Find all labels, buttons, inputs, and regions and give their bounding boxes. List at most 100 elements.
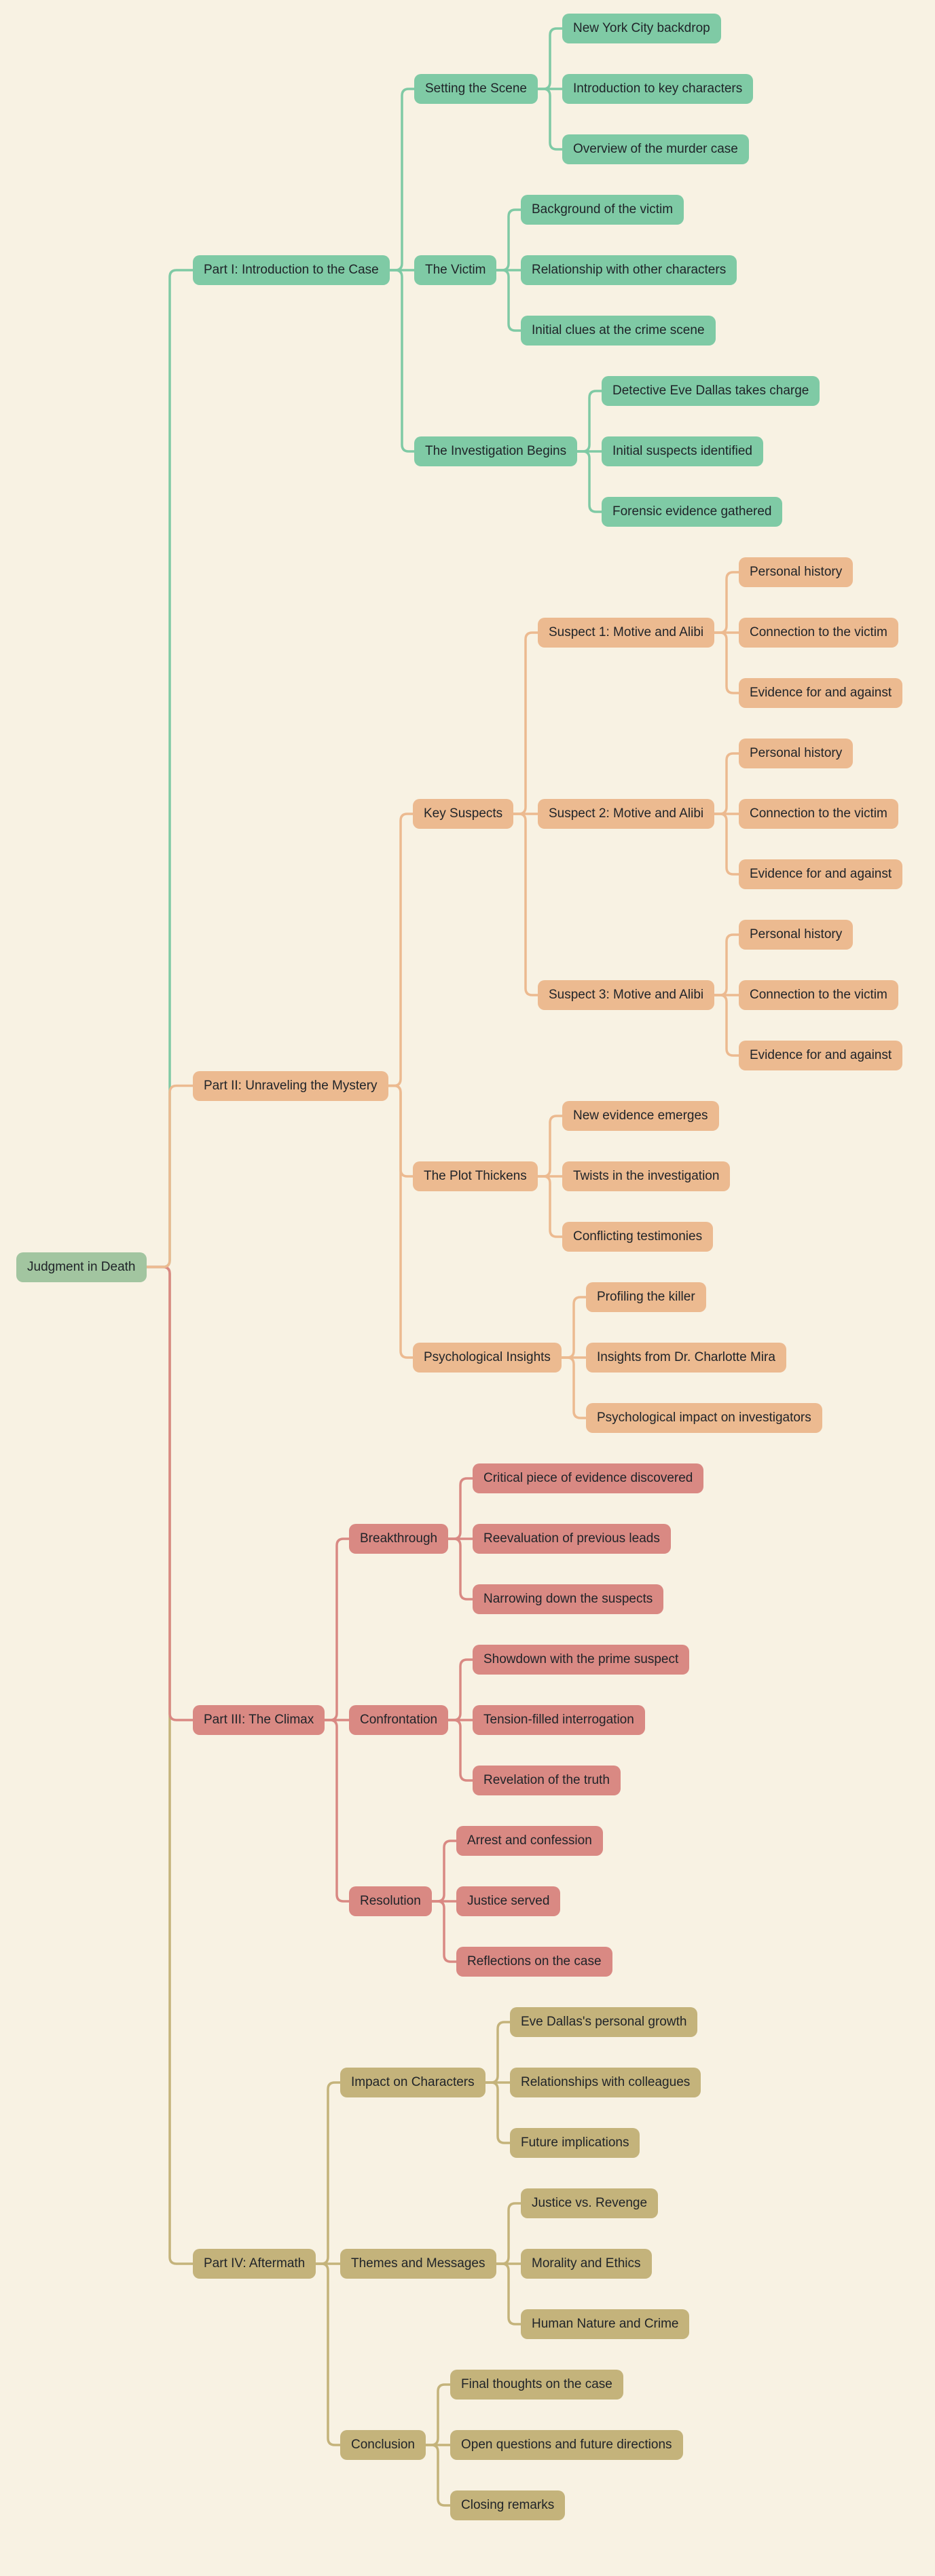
mindmap-node[interactable]: Closing remarks	[450, 2490, 566, 2520]
mindmap-node[interactable]: Eve Dallas's personal growth	[510, 2007, 698, 2037]
mindmap-node[interactable]: Part III: The Climax	[193, 1705, 325, 1735]
mindmap-node[interactable]: Overview of the murder case	[562, 134, 749, 164]
mindmap-node[interactable]: Conflicting testimonies	[562, 1222, 714, 1252]
mindmap-node[interactable]: Final thoughts on the case	[450, 2370, 623, 2400]
mindmap-node[interactable]: Themes and Messages	[340, 2249, 496, 2279]
mindmap-node[interactable]: Psychological Insights	[413, 1343, 562, 1373]
node-label: Judgment in Death	[27, 1259, 136, 1274]
connector-line	[484, 2081, 511, 2144]
mindmap-node[interactable]: Twists in the investigation	[562, 1161, 731, 1191]
mindmap-node[interactable]: New evidence emerges	[562, 1101, 719, 1131]
node-label: Resolution	[360, 1894, 421, 1908]
node-label: Narrowing down the suspects	[483, 1592, 653, 1606]
mindmap-node[interactable]: Impact on Characters	[340, 2068, 485, 2097]
mindmap-node[interactable]: Arrest and confession	[456, 1826, 603, 1856]
mindmap-node[interactable]: Morality and Ethics	[521, 2249, 652, 2279]
node-label: Twists in the investigation	[573, 1169, 720, 1183]
node-label: Forensic evidence gathered	[612, 504, 772, 519]
node-label: Overview of the murder case	[573, 142, 738, 156]
connector-line	[314, 2081, 342, 2265]
connector-line	[495, 2202, 522, 2265]
mindmap-node[interactable]: Personal history	[739, 557, 854, 587]
mindmap-node[interactable]: Open questions and future directions	[450, 2430, 683, 2460]
mindmap-node[interactable]: Detective Eve Dallas takes charge	[602, 376, 820, 406]
mindmap-node[interactable]: Connection to the victim	[739, 980, 898, 1010]
mindmap-node[interactable]: Human Nature and Crime	[521, 2309, 690, 2339]
mindmap-node[interactable]: Connection to the victim	[739, 618, 898, 648]
connector-line	[512, 631, 539, 815]
mindmap-node[interactable]: Future implications	[510, 2128, 640, 2158]
mindmap-root-node[interactable]: Judgment in Death	[16, 1252, 147, 1282]
mindmap-node[interactable]: Initial clues at the crime scene	[521, 316, 716, 346]
mindmap-node[interactable]: Reevaluation of previous leads	[473, 1524, 671, 1554]
node-label: Connection to the victim	[750, 625, 887, 639]
node-label: Connection to the victim	[750, 806, 887, 821]
connector-line	[560, 1356, 587, 1419]
connector-line	[536, 88, 564, 151]
mindmap-node[interactable]: Psychological impact on investigators	[586, 1403, 822, 1433]
mindmap-node[interactable]: Part I: Introduction to the Case	[193, 255, 390, 285]
mindmap-node[interactable]: Insights from Dr. Charlotte Mira	[586, 1343, 786, 1373]
mindmap-node[interactable]: The Investigation Begins	[414, 436, 578, 466]
node-label: Evidence for and against	[750, 686, 892, 700]
mindmap-node[interactable]: Conclusion	[340, 2430, 426, 2460]
mindmap-node[interactable]: Setting the Scene	[414, 74, 538, 104]
node-label: Open questions and future directions	[461, 2438, 672, 2452]
node-label: Part II: Unraveling the Mystery	[204, 1078, 378, 1093]
node-label: Setting the Scene	[425, 81, 527, 96]
mindmap-node[interactable]: Relationship with other characters	[521, 255, 737, 285]
node-label: Initial suspects identified	[612, 444, 752, 458]
connector-line	[388, 88, 416, 272]
mindmap-node[interactable]: Reflections on the case	[456, 1947, 612, 1977]
mindmap-node[interactable]: Connection to the victim	[739, 799, 898, 829]
mindmap-node[interactable]: Tension-filled interrogation	[473, 1705, 645, 1735]
mindmap-node[interactable]: Introduction to key characters	[562, 74, 754, 104]
node-label: Key Suspects	[424, 806, 503, 821]
node-label: The Investigation Begins	[425, 444, 567, 458]
mindmap-node[interactable]: Evidence for and against	[739, 678, 903, 708]
connector-line	[713, 631, 740, 694]
mindmap-node[interactable]: Profiling the killer	[586, 1282, 706, 1312]
mindmap-node[interactable]: Part IV: Aftermath	[193, 2249, 316, 2279]
node-label: Conflicting testimonies	[573, 1229, 703, 1244]
node-label: Final thoughts on the case	[461, 2377, 612, 2391]
mindmap-node[interactable]: Forensic evidence gathered	[602, 497, 783, 527]
mindmap-node[interactable]: Justice vs. Revenge	[521, 2188, 659, 2218]
mindmap-node[interactable]: Critical piece of evidence discovered	[473, 1463, 704, 1493]
mindmap-node[interactable]: Breakthrough	[349, 1524, 449, 1554]
connector-line	[536, 1115, 564, 1178]
connector-line	[145, 1084, 194, 1269]
node-label: Psychological Insights	[424, 1350, 551, 1364]
connector-line	[323, 1719, 350, 1903]
mindmap-node[interactable]: Evidence for and against	[739, 1041, 903, 1070]
mindmap-node[interactable]: Relationships with colleagues	[510, 2068, 701, 2097]
node-label: Connection to the victim	[750, 988, 887, 1002]
mindmap-node[interactable]: Suspect 1: Motive and Alibi	[538, 618, 715, 648]
node-label: Justice served	[467, 1894, 550, 1908]
mindmap-node[interactable]: Background of the victim	[521, 195, 684, 225]
mindmap-node[interactable]: Resolution	[349, 1886, 432, 1916]
mindmap-node[interactable]: Justice served	[456, 1886, 561, 1916]
mindmap-node[interactable]: Key Suspects	[413, 799, 514, 829]
mindmap-node[interactable]: Part II: Unraveling the Mystery	[193, 1070, 388, 1101]
mindmap-node[interactable]: Confrontation	[349, 1705, 449, 1735]
mindmap-node[interactable]: Suspect 3: Motive and Alibi	[538, 980, 715, 1010]
mindmap-node[interactable]: Initial suspects identified	[602, 436, 763, 466]
connector-line	[447, 1658, 474, 1721]
connector-line	[560, 1296, 587, 1359]
mindmap-node[interactable]: The Plot Thickens	[413, 1161, 538, 1191]
mindmap-node[interactable]: Revelation of the truth	[473, 1766, 621, 1795]
mindmap-node[interactable]: Personal history	[739, 739, 854, 768]
mindmap-node[interactable]: Narrowing down the suspects	[473, 1584, 664, 1614]
mindmap-node[interactable]: Personal history	[739, 920, 854, 950]
mindmap-node[interactable]: Evidence for and against	[739, 859, 903, 889]
connector-line	[536, 27, 564, 90]
mindmap-node[interactable]: Suspect 2: Motive and Alibi	[538, 799, 715, 829]
node-label: Suspect 2: Motive and Alibi	[549, 806, 704, 821]
node-label: Profiling the killer	[597, 1290, 695, 1304]
mindmap-node[interactable]: The Victim	[414, 255, 497, 285]
connector-line	[447, 1719, 474, 1782]
mindmap-node[interactable]: Showdown with the prime suspect	[473, 1645, 690, 1675]
mindmap-node[interactable]: New York City backdrop	[562, 14, 721, 43]
node-label: Detective Eve Dallas takes charge	[612, 384, 809, 398]
